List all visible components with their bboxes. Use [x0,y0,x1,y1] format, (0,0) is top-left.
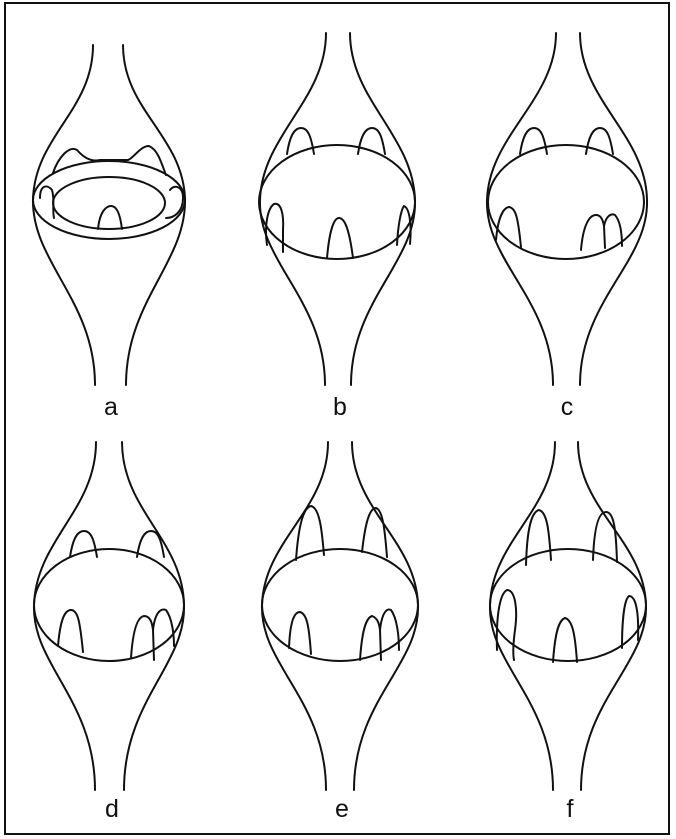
panel-label-a: a [91,393,131,422]
panel-c-lower-cusp-double [581,214,622,250]
panel-b-upper-cusp-left [287,128,314,154]
panel-d-lower-cusp-divider [153,630,154,660]
panel-f-drawing [490,442,646,790]
panel-a-left-fold [40,186,54,218]
panel-f-outline-left [490,442,555,790]
panel-e-upper-cusp-left [296,506,324,560]
panel-c-lower-cusp-divider [604,226,605,248]
panel-c-outline-right [580,33,647,385]
panel-c-outline-left [487,33,556,385]
panel-e-ring [262,549,418,661]
panel-label-f: f [550,795,590,824]
panel-e-lower-cusp-left [289,612,311,654]
panel-a-lower-cusp [98,206,122,229]
panel-a-upper-cusps [53,146,166,175]
panel-d-lower-cusp-left [58,610,83,652]
panel-c-ring [488,145,644,259]
panel-b-drawing [259,33,415,385]
panel-e-outline-right [352,442,418,790]
panel-label-d: d [92,795,132,824]
panel-a-ring-outer [33,161,185,239]
panel-e-lower-cusp-divider [380,630,381,660]
panel-label-c: c [547,393,587,422]
panel-a-drawing [33,45,185,385]
panel-label-e: e [322,795,362,824]
panel-a-outline-left [33,45,95,385]
panel-b-lower-cusp-left [266,204,283,252]
panel-f-outline-right [578,442,646,790]
panel-b-outline-right [350,33,415,385]
panel-b-lower-cusp-mid [327,218,353,258]
panel-d-drawing [34,442,184,790]
panel-e-drawing [262,442,418,790]
panel-d-ring [34,549,184,661]
panel-e-upper-cusp-right [362,508,387,557]
panel-label-b: b [320,393,360,422]
panel-d-outline-right [122,442,184,790]
panel-f-lower-cusp-mid [553,618,577,662]
panel-c-drawing [487,33,647,385]
panel-a-ring-inner [53,177,165,229]
